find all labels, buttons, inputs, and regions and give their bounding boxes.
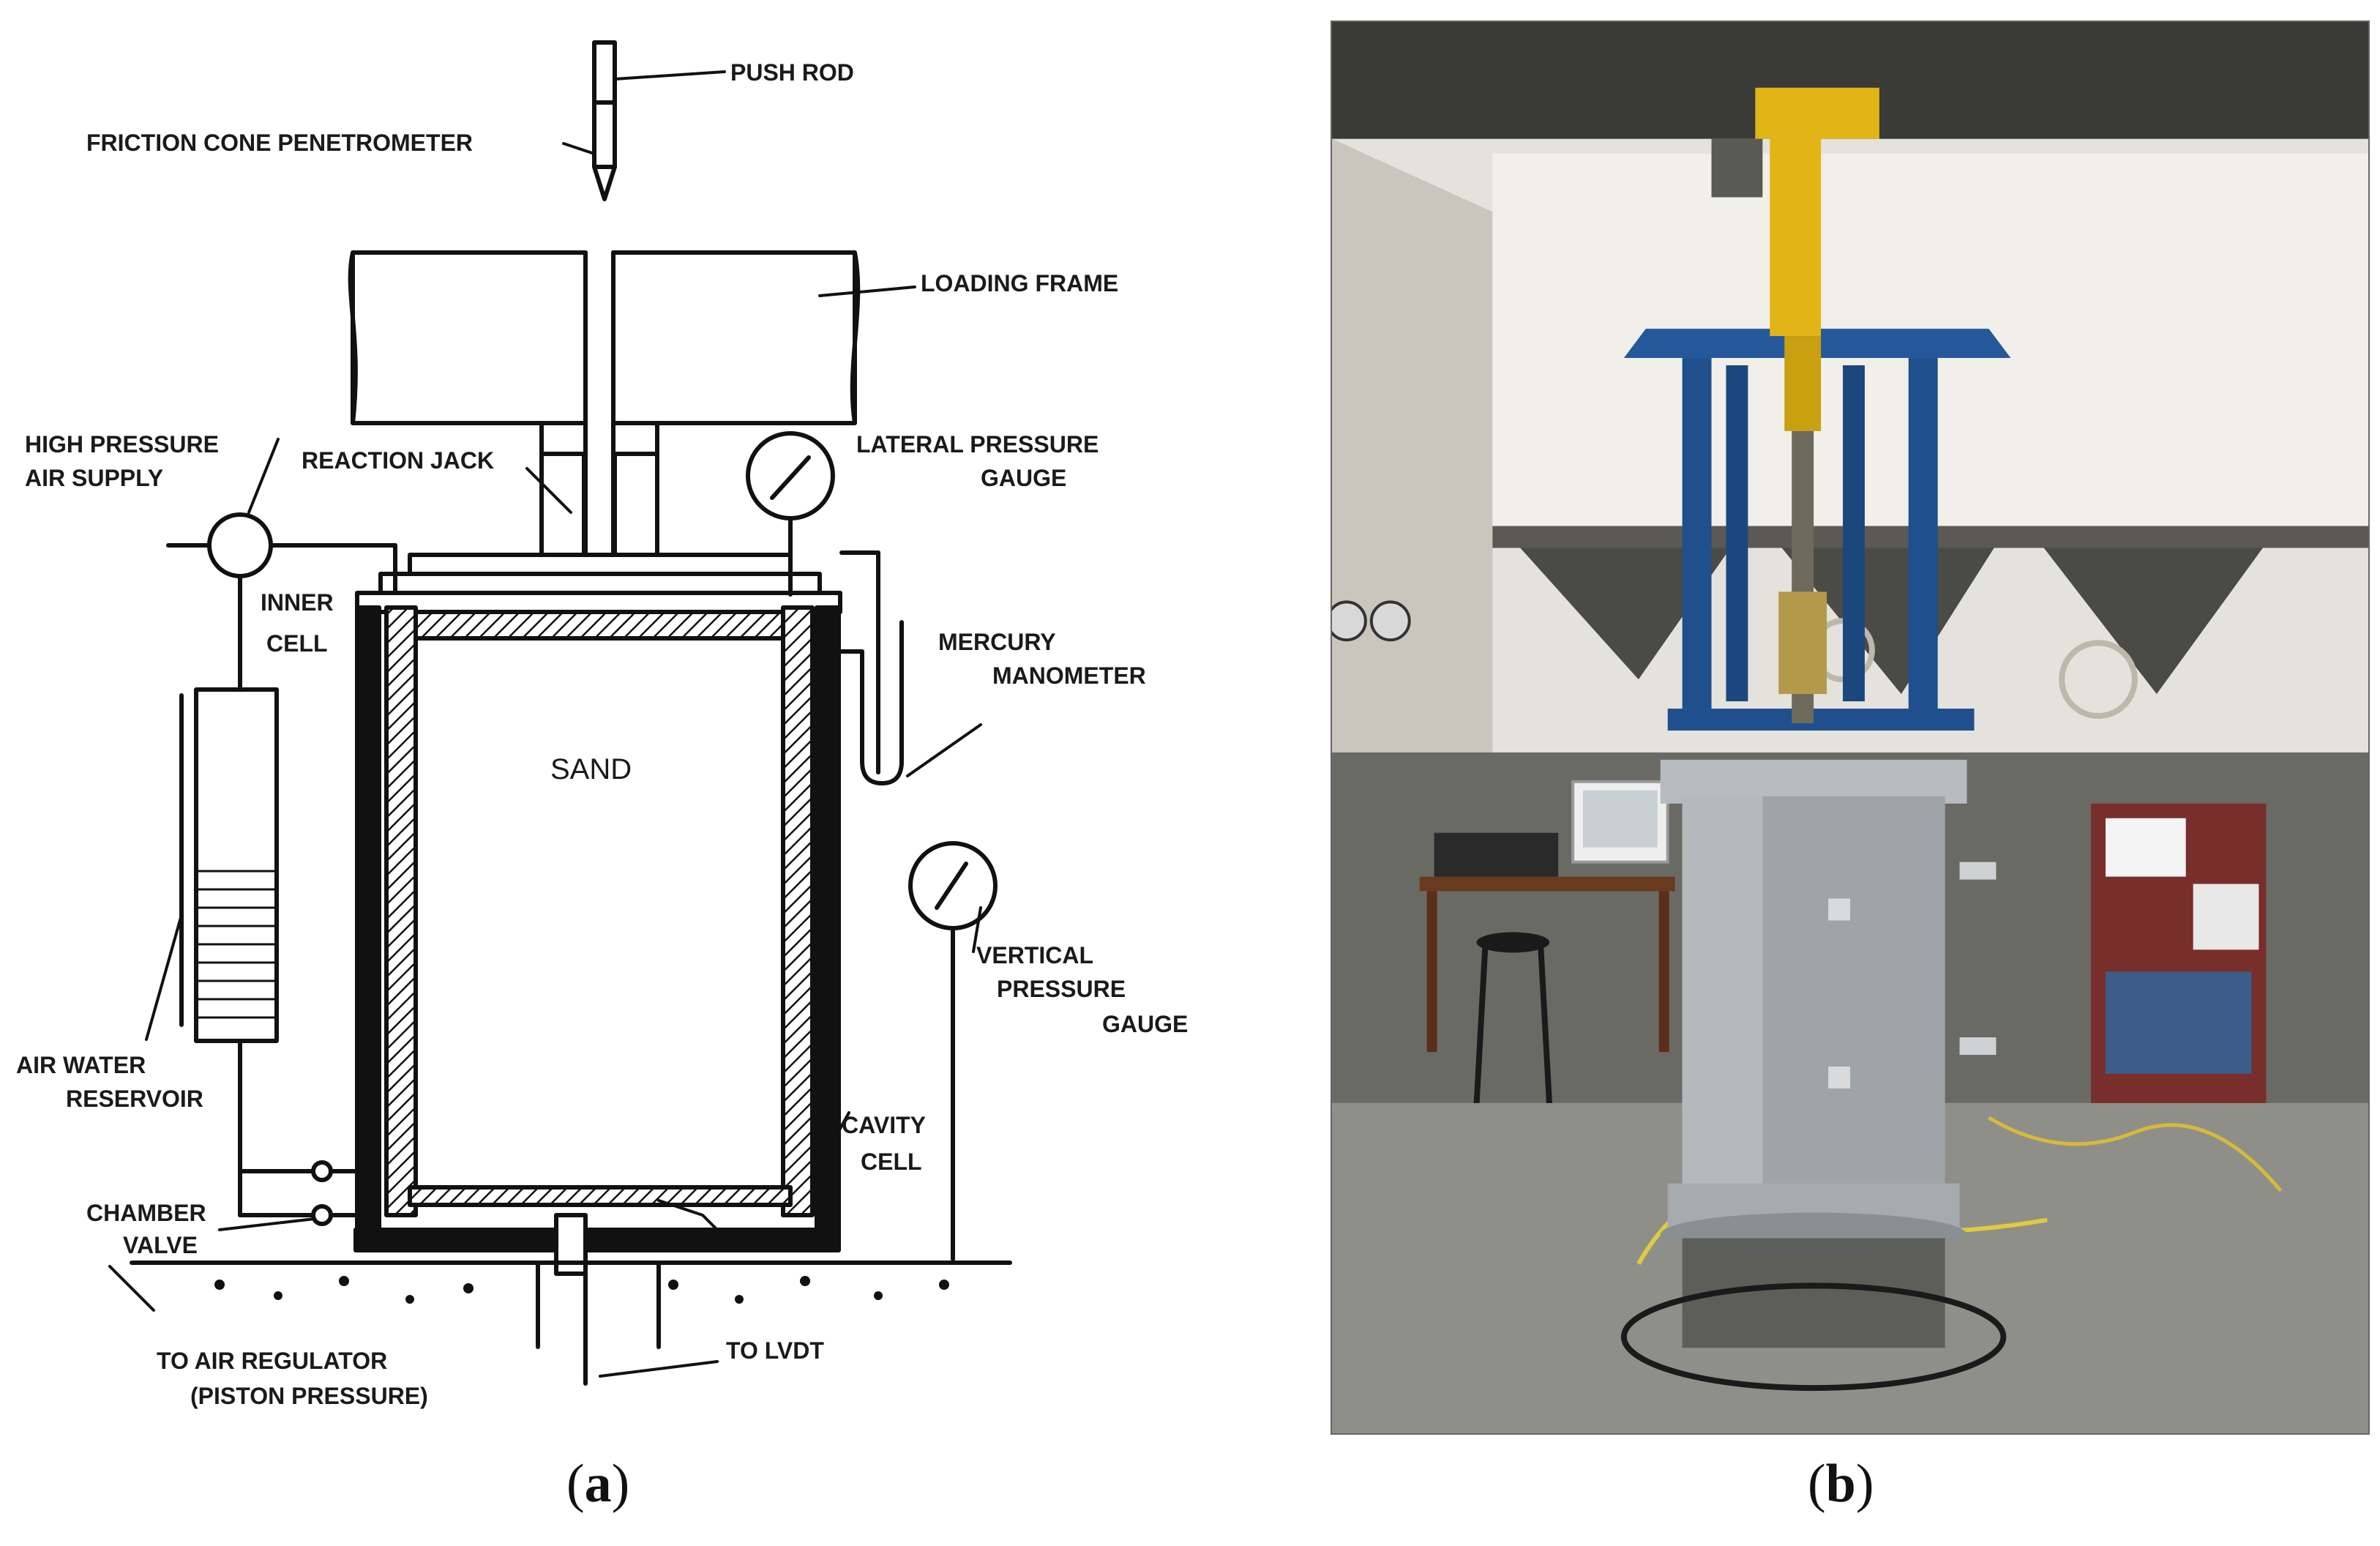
label-lateral-gauge-1: LATERAL PRESSURE [856, 431, 1099, 458]
label-vertical-3: GAUGE [1102, 1011, 1188, 1037]
label-vertical-2: PRESSURE [997, 976, 1126, 1002]
label-lvdt: TO LVDT [726, 1337, 824, 1364]
label-cavity-2: CELL [861, 1149, 922, 1175]
blue-loading-frame [1623, 329, 2011, 731]
caption-b: (b) [1808, 1454, 1874, 1514]
label-chamber-2: VALVE [123, 1232, 198, 1258]
push-rod-penetrometer [592, 40, 617, 201]
yellow-hydraulic-jack [1711, 87, 1879, 431]
air-water-reservoir [194, 687, 279, 1043]
label-high-pressure-2: AIR SUPPLY [25, 465, 163, 491]
label-cavity-1: CAVITY [842, 1112, 926, 1138]
label-air-regulator-1: TO AIR REGULATOR [157, 1348, 387, 1374]
label-push-rod: PUSH ROD [730, 59, 854, 86]
label-inner-cell-2: CELL [266, 630, 328, 657]
loading-frame-drawing [348, 250, 861, 425]
schematic-diagram: PUSH ROD FRICTION CONE PENETROMETER LOAD… [16, 40, 1188, 1409]
mercury-manometer-drawing [839, 620, 904, 785]
label-air-water-1: AIR WATER [16, 1052, 146, 1078]
label-lateral-gauge-2: GAUGE [981, 465, 1066, 491]
chamber-cells [353, 605, 841, 1276]
air-supply-valve [207, 512, 273, 578]
label-vertical-1: VERTICAL [976, 942, 1093, 968]
label-air-regulator-2: (PISTON PRESSURE) [190, 1383, 428, 1409]
label-inner-cell-1: INNER [261, 589, 334, 616]
label-air-water-2: RESERVOIR [66, 1086, 203, 1112]
label-mercury-1: MERCURY [938, 629, 1056, 655]
chamber-cylinder [1620, 759, 2007, 1392]
label-high-pressure-1: HIGH PRESSURE [25, 431, 219, 458]
label-sand: SAND [550, 753, 632, 785]
reaction-jacks [539, 421, 659, 559]
photo-test-rig [1331, 20, 2370, 1435]
label-chamber-1: CHAMBER [86, 1200, 206, 1226]
label-friction-cone: FRICTION CONE PENETROMETER [86, 130, 473, 156]
label-loading-frame: LOADING FRAME [921, 270, 1118, 296]
label-mercury-2: MANOMETER [992, 662, 1146, 689]
label-reaction-jack: REACTION JACK [302, 447, 494, 474]
caption-a: (a) [566, 1454, 630, 1514]
